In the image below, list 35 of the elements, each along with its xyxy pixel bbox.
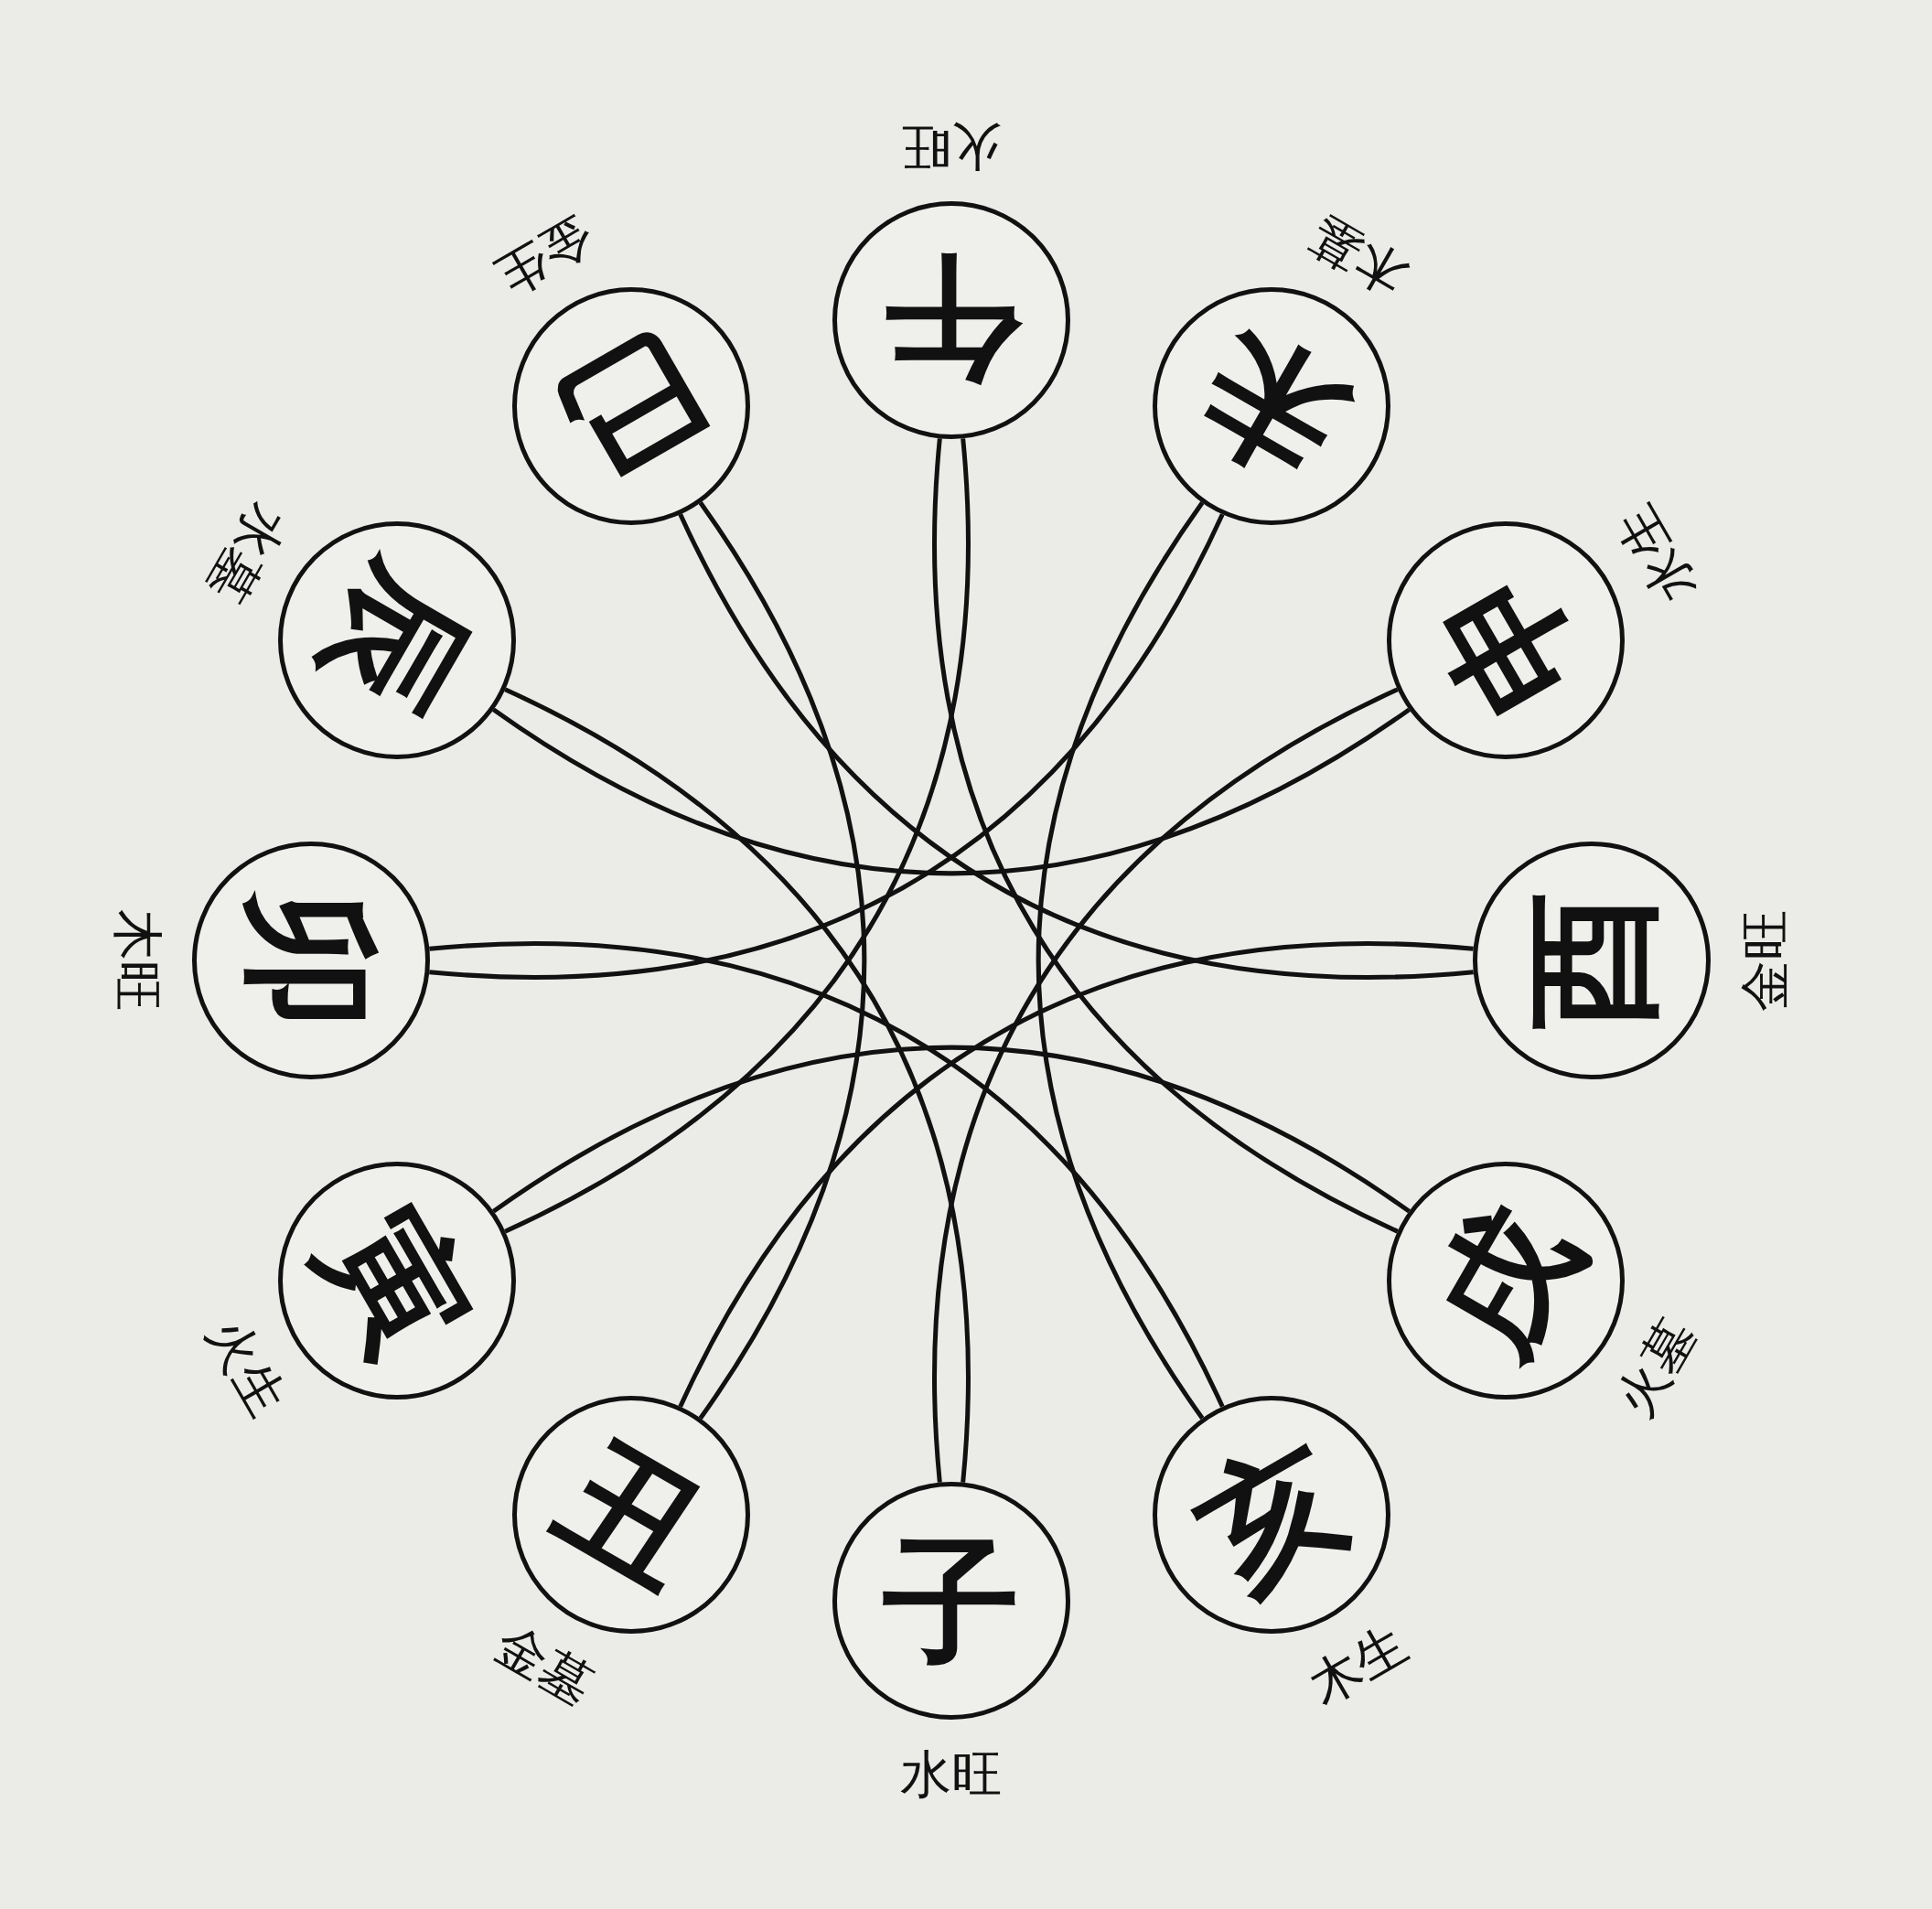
element-label: 金墓 (487, 1617, 602, 1713)
branch-character: 未 (1177, 312, 1366, 500)
branch-character: 戌 (1411, 1186, 1600, 1375)
element-label: 水墓 (199, 496, 295, 611)
branch-character: 酉 (1523, 892, 1660, 1029)
curved-line (698, 501, 866, 1420)
branch-character: 寅 (303, 1186, 491, 1375)
element-label: 木墓 (1301, 208, 1416, 304)
branch-character: 亥 (1177, 1421, 1366, 1609)
element-label: 水旺 (900, 1749, 1003, 1800)
curved-line (678, 513, 1474, 980)
curved-line (429, 941, 1225, 1408)
curved-line (504, 687, 971, 1483)
curved-line (932, 687, 1399, 1483)
curved-line (932, 438, 1399, 1234)
element-label: 火墓 (1608, 1310, 1704, 1425)
element-label: 木生 (1301, 1617, 1416, 1713)
curved-line (429, 513, 1225, 980)
branch-character: 卯 (242, 892, 380, 1029)
curved-line (504, 438, 971, 1234)
curved-line (492, 1046, 1411, 1214)
element-label: 木旺 (112, 909, 163, 1012)
element-label: 水生 (1608, 496, 1704, 611)
branch-character: 丑 (537, 1421, 725, 1609)
element-label: 金旺 (1740, 909, 1791, 1012)
element-label: 金生 (487, 208, 602, 304)
branch-character: 巳 (537, 312, 725, 500)
curved-line (1036, 501, 1205, 1420)
branch-character: 辰 (303, 546, 491, 735)
element-label: 火生 (199, 1310, 295, 1425)
element-label: 火旺 (900, 121, 1003, 172)
curved-line (678, 941, 1474, 1408)
branch-character: 申 (1411, 546, 1600, 735)
branch-character: 子 (883, 1532, 1020, 1669)
curved-line (492, 707, 1411, 875)
